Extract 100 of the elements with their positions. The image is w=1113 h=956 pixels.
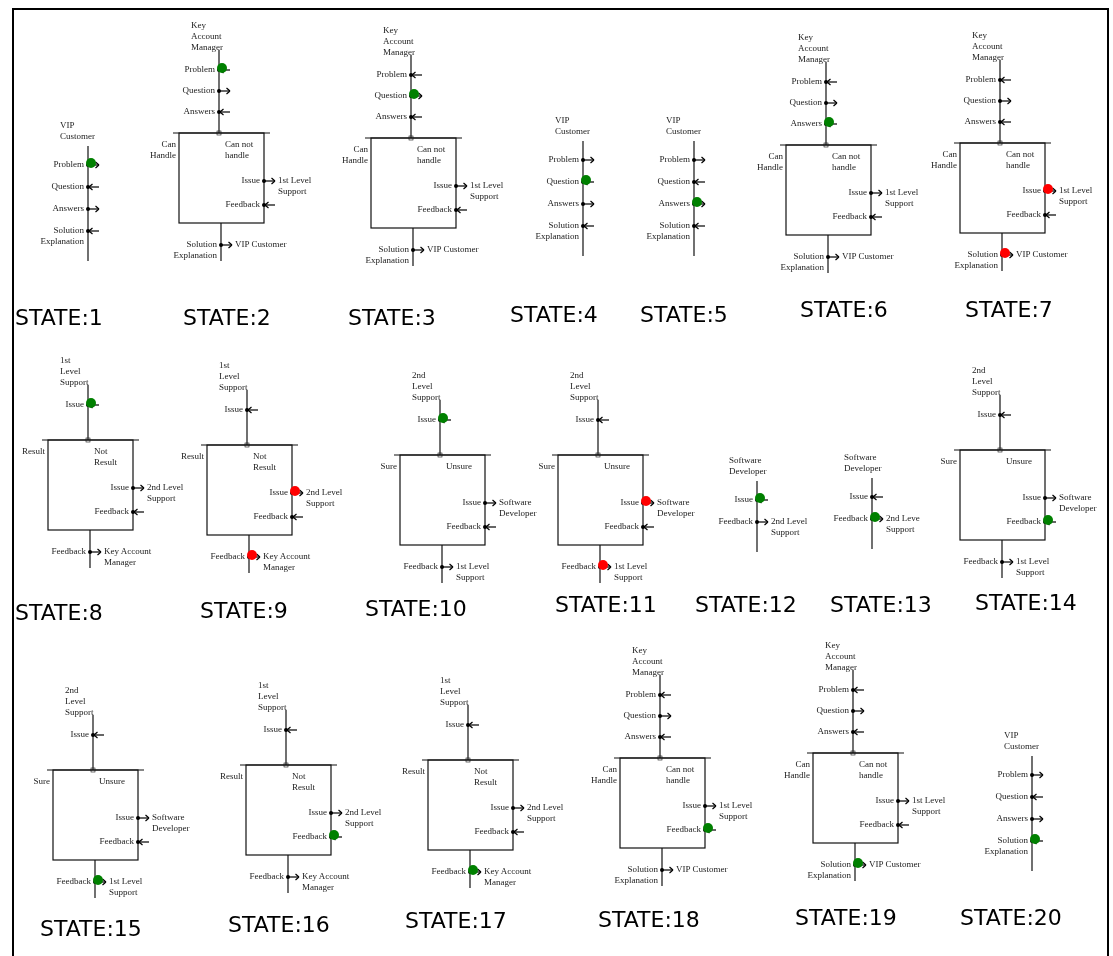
message-label: Solution Explanation xyxy=(613,864,658,886)
message-label: Feedback xyxy=(252,511,288,522)
lifeline-label: Software Developer xyxy=(844,452,882,474)
state-label: STATE:5 xyxy=(640,302,728,328)
message-label: Issue xyxy=(114,812,134,823)
branch-label: Sure xyxy=(939,456,957,467)
target-label: Key Account Manager xyxy=(263,551,312,573)
target-label: Software Developer xyxy=(657,497,696,519)
branch-label: Not Result xyxy=(94,446,118,468)
branch-label: Not Result xyxy=(292,771,316,793)
branch-label: Result xyxy=(180,451,204,462)
lifeline-label: Key Account Manager xyxy=(632,645,664,678)
lifeline-label: 1st Level Support xyxy=(258,680,287,713)
lifeline-label: VIP Customer xyxy=(1004,730,1039,752)
message-label: Feedback xyxy=(55,876,91,887)
message-label: Problem xyxy=(183,64,215,75)
target-label: VIP Customer xyxy=(1016,249,1069,260)
message-label: Feedback xyxy=(1005,516,1041,527)
state-label: STATE:14 xyxy=(975,590,1077,616)
lifeline-label: Key Account Manager xyxy=(972,30,1004,63)
state-label: STATE:1 xyxy=(15,305,103,331)
target-label: VIP Customer xyxy=(427,244,480,255)
message-label: Question xyxy=(962,95,996,106)
message-label: Issue xyxy=(847,187,867,198)
message-label: Answers xyxy=(816,726,849,737)
message-label: Feedback xyxy=(430,866,466,877)
lifeline-label: Key Account Manager xyxy=(825,640,857,673)
state-label: STATE:16 xyxy=(228,912,330,938)
message-label: Question xyxy=(788,97,822,108)
message-label: Feedback xyxy=(402,561,438,572)
state-label: STATE:4 xyxy=(510,302,598,328)
lifeline-label: VIP Customer xyxy=(555,115,590,137)
target-label: Key Account Manager xyxy=(104,546,153,568)
lifeline-label: 2nd Level Support xyxy=(412,370,441,403)
branch-label: Can not handle xyxy=(225,139,255,161)
message-label: Feedback xyxy=(603,521,639,532)
target-label: 1st Level Support xyxy=(1016,556,1051,578)
message-label: Solution Explanation xyxy=(983,835,1028,857)
message-label: Feedback xyxy=(445,521,481,532)
message-label: Issue xyxy=(444,719,464,730)
lifeline-label: 2nd Level Support xyxy=(972,365,1001,398)
message-label: Issue xyxy=(416,414,436,425)
message-label: Answers xyxy=(623,731,656,742)
message-label: Feedback xyxy=(93,506,129,517)
target-label: 1st Level Support xyxy=(885,187,920,209)
branch-label: Can Handle xyxy=(590,764,617,786)
state-label: STATE:9 xyxy=(200,598,288,624)
message-label: Feedback xyxy=(560,561,596,572)
message-label: Feedback xyxy=(1005,209,1041,220)
message-label: Answers xyxy=(51,203,84,214)
message-label: Solution Explanation xyxy=(645,220,690,242)
target-label: 1st Level Support xyxy=(278,175,313,197)
message-label: Issue xyxy=(432,180,452,191)
target-label: 1st Level Support xyxy=(912,795,947,817)
message-label: Question xyxy=(622,710,656,721)
message-label: Answers xyxy=(546,198,579,209)
state-label: STATE:11 xyxy=(555,592,657,618)
message-label: Issue xyxy=(489,802,509,813)
message-label: Problem xyxy=(996,769,1028,780)
target-label: 1st Level Support xyxy=(719,800,754,822)
state-label: STATE:18 xyxy=(598,907,700,933)
target-label: VIP Customer xyxy=(869,859,922,870)
branch-label: Not Result xyxy=(253,451,277,473)
message-label: Issue xyxy=(109,482,129,493)
message-label: Feedback xyxy=(831,211,867,222)
state-label: STATE:3 xyxy=(348,305,436,331)
branch-label: Can Handle xyxy=(341,144,368,166)
lifeline-label: Key Account Manager xyxy=(191,20,223,53)
branch-label: Result xyxy=(219,771,243,782)
message-label: Problem xyxy=(790,76,822,87)
branch-label: Unsure xyxy=(604,461,631,472)
message-label: Question xyxy=(50,181,84,192)
message-label: Feedback xyxy=(717,516,753,527)
message-label: Answers xyxy=(374,111,407,122)
message-label: Answers xyxy=(995,813,1028,824)
message-label: Question xyxy=(181,85,215,96)
message-label: Feedback xyxy=(858,819,894,830)
branch-label: Result xyxy=(401,766,425,777)
target-label: VIP Customer xyxy=(235,239,288,250)
message-label: Problem xyxy=(817,684,849,695)
message-label: Problem xyxy=(52,159,84,170)
lifeline-label: 1st Level Support xyxy=(440,675,469,708)
state-label: STATE:13 xyxy=(830,592,932,618)
message-label: Issue xyxy=(619,497,639,508)
target-label: 1st Level Support xyxy=(614,561,649,583)
target-label: 1st Level Support xyxy=(109,876,144,898)
state-label: STATE:10 xyxy=(365,596,467,622)
message-label: Problem xyxy=(375,69,407,80)
message-label: Problem xyxy=(624,689,656,700)
lifeline-label: Software Developer xyxy=(729,455,767,477)
message-label: Solution Explanation xyxy=(364,244,409,266)
branch-label: Sure xyxy=(537,461,555,472)
target-label: VIP Customer xyxy=(676,864,729,875)
lifeline-label: 1st Level Support xyxy=(219,360,248,393)
message-label: Problem xyxy=(547,154,579,165)
message-label: Solution Explanation xyxy=(39,225,84,247)
state-label: STATE:19 xyxy=(795,905,897,931)
state-label: STATE:8 xyxy=(15,600,103,626)
message-label: Issue xyxy=(307,807,327,818)
message-label: Question xyxy=(373,90,407,101)
